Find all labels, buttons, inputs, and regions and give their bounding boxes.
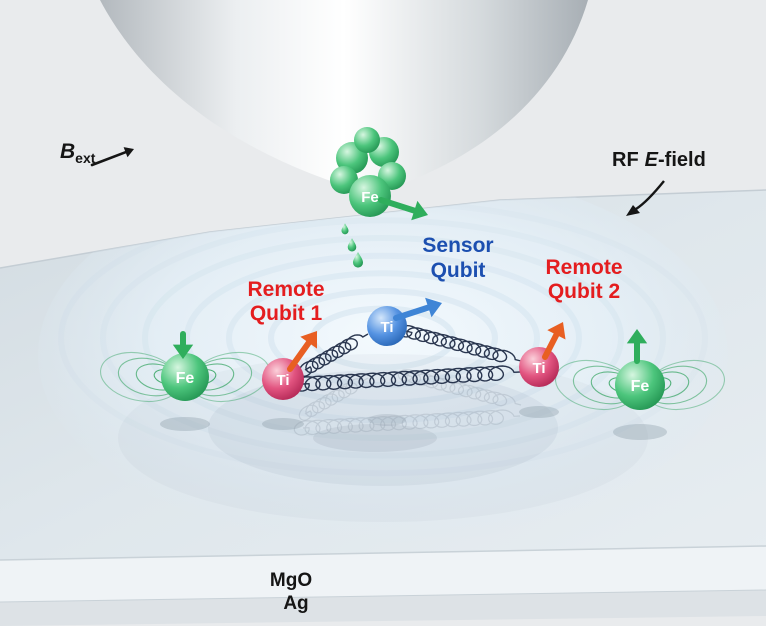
shadow-tip-cluster [313,424,437,452]
b-ext-label: Bext [60,140,96,166]
mgo-layer-face [0,546,766,602]
remote1-spin-arrow [287,331,317,372]
rf-symbol: E [645,149,659,171]
shadow-ti-left [262,418,304,430]
ripple-ring [184,252,582,424]
spring-1 [298,333,369,377]
droplet-icon [341,223,349,235]
tip-atom [330,166,358,194]
ag-label: Ag [283,593,308,614]
tip-fe-atom-label: Fe [361,189,379,206]
light-cone-glow [38,190,728,545]
surface-ripples [38,190,728,545]
droplet-icon [353,252,363,268]
shadow-ti-right [519,406,559,418]
tip-fe-atom [349,175,391,217]
spring-reflection [293,409,521,436]
surface-fe-left: Fe [161,353,209,401]
surface-fe-right: Fe [615,360,665,410]
tip-atom [354,127,380,153]
spring-reflections [293,368,522,436]
spring-2 [397,324,522,363]
remote-qubit-1-line1: Remote [247,278,324,301]
b-ext-subscript: ext [75,150,96,166]
atom-droplets [341,223,363,268]
remote-qubit-1-line2: Qubit 1 [250,302,323,325]
sensor-qubit-line2: Qubit [431,259,486,282]
spring-reflection [298,377,369,421]
mgo-label: MgO [270,570,312,591]
ripple-ring [226,270,540,406]
ti-remote2-atom [519,347,559,387]
sensor-qubit-line1: Sensor [422,234,493,257]
ti-remote1-atom-label: Ti [276,372,289,389]
tip-shadow-outer [118,354,648,522]
arrows [90,147,665,372]
sensor-spin-arrow [393,297,442,321]
remote-ti-2: Ti [519,347,559,387]
substrate-front-edge [0,545,766,561]
rf-prefix: RF [612,149,639,171]
stm-tip-body [100,0,588,194]
fe-left-spin-arrow [172,331,194,359]
remote-qubit-2-line1: Remote [545,256,622,279]
fe-right-atom-label: Fe [631,378,650,395]
fe-left-atom [161,353,209,401]
remote-ti-1: Ti [262,358,304,400]
reflections [160,406,667,452]
ripple-ring [100,217,666,459]
ripple-ring [142,235,624,441]
remote-qubit-2-line2: Qubit 2 [548,280,620,303]
layer-divider-edge [0,589,766,603]
b-ext-symbol: B [60,140,75,163]
atoms: Fe Fe Ti Ti Ti Fe [161,127,665,410]
ti-remote2-atom-label: Ti [532,360,545,377]
shadow-fe-left [160,417,210,431]
tip-fe-cluster: Fe [330,127,406,217]
rf-field-arrow [626,180,665,216]
fe-left-atom-label: Fe [176,370,195,387]
stm-tip [100,0,588,194]
shadow-ti-sensor [368,414,406,426]
tip-fe-spin-arrow [378,197,428,221]
tip-shadow [208,370,558,486]
ti-sensor-atom-label: Ti [380,319,393,336]
droplet-icon [347,238,357,252]
b-ext-arrow [90,147,134,167]
sensor-ti: Ti [367,306,407,346]
shadow-fe-right [613,424,667,440]
rf-suffix: -field [658,149,706,171]
spring-3 [293,365,521,392]
remote2-spin-arrow [542,322,566,360]
fe-right-spin-arrow [626,329,648,364]
rf-field-label: RF E-field [612,149,706,171]
fe-right-atom [615,360,665,410]
spring-reflection [397,368,522,407]
coupling-springs [293,324,522,392]
